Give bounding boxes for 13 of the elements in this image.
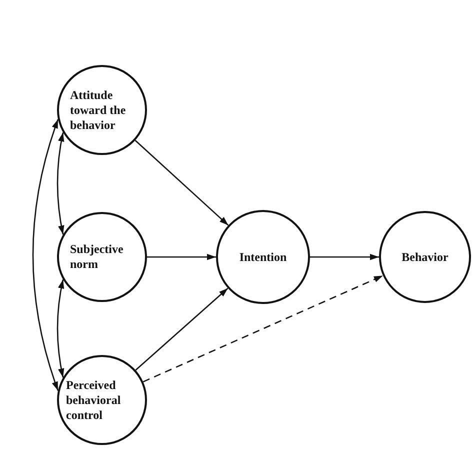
node-label: Behavior — [402, 250, 448, 264]
arrow — [32, 119, 59, 391]
node-label: Subjective norm — [70, 242, 124, 272]
node-label: Perceived behavioral control — [66, 378, 122, 422]
arrow — [147, 254, 216, 260]
arrow — [56, 279, 64, 378]
node-label: Intention — [239, 250, 287, 264]
arrow — [56, 132, 64, 235]
arrow — [134, 140, 229, 226]
arrow — [135, 288, 228, 371]
arrow — [142, 275, 384, 382]
node-label: Attitude toward the behavior — [70, 88, 127, 132]
arrow — [310, 254, 379, 260]
